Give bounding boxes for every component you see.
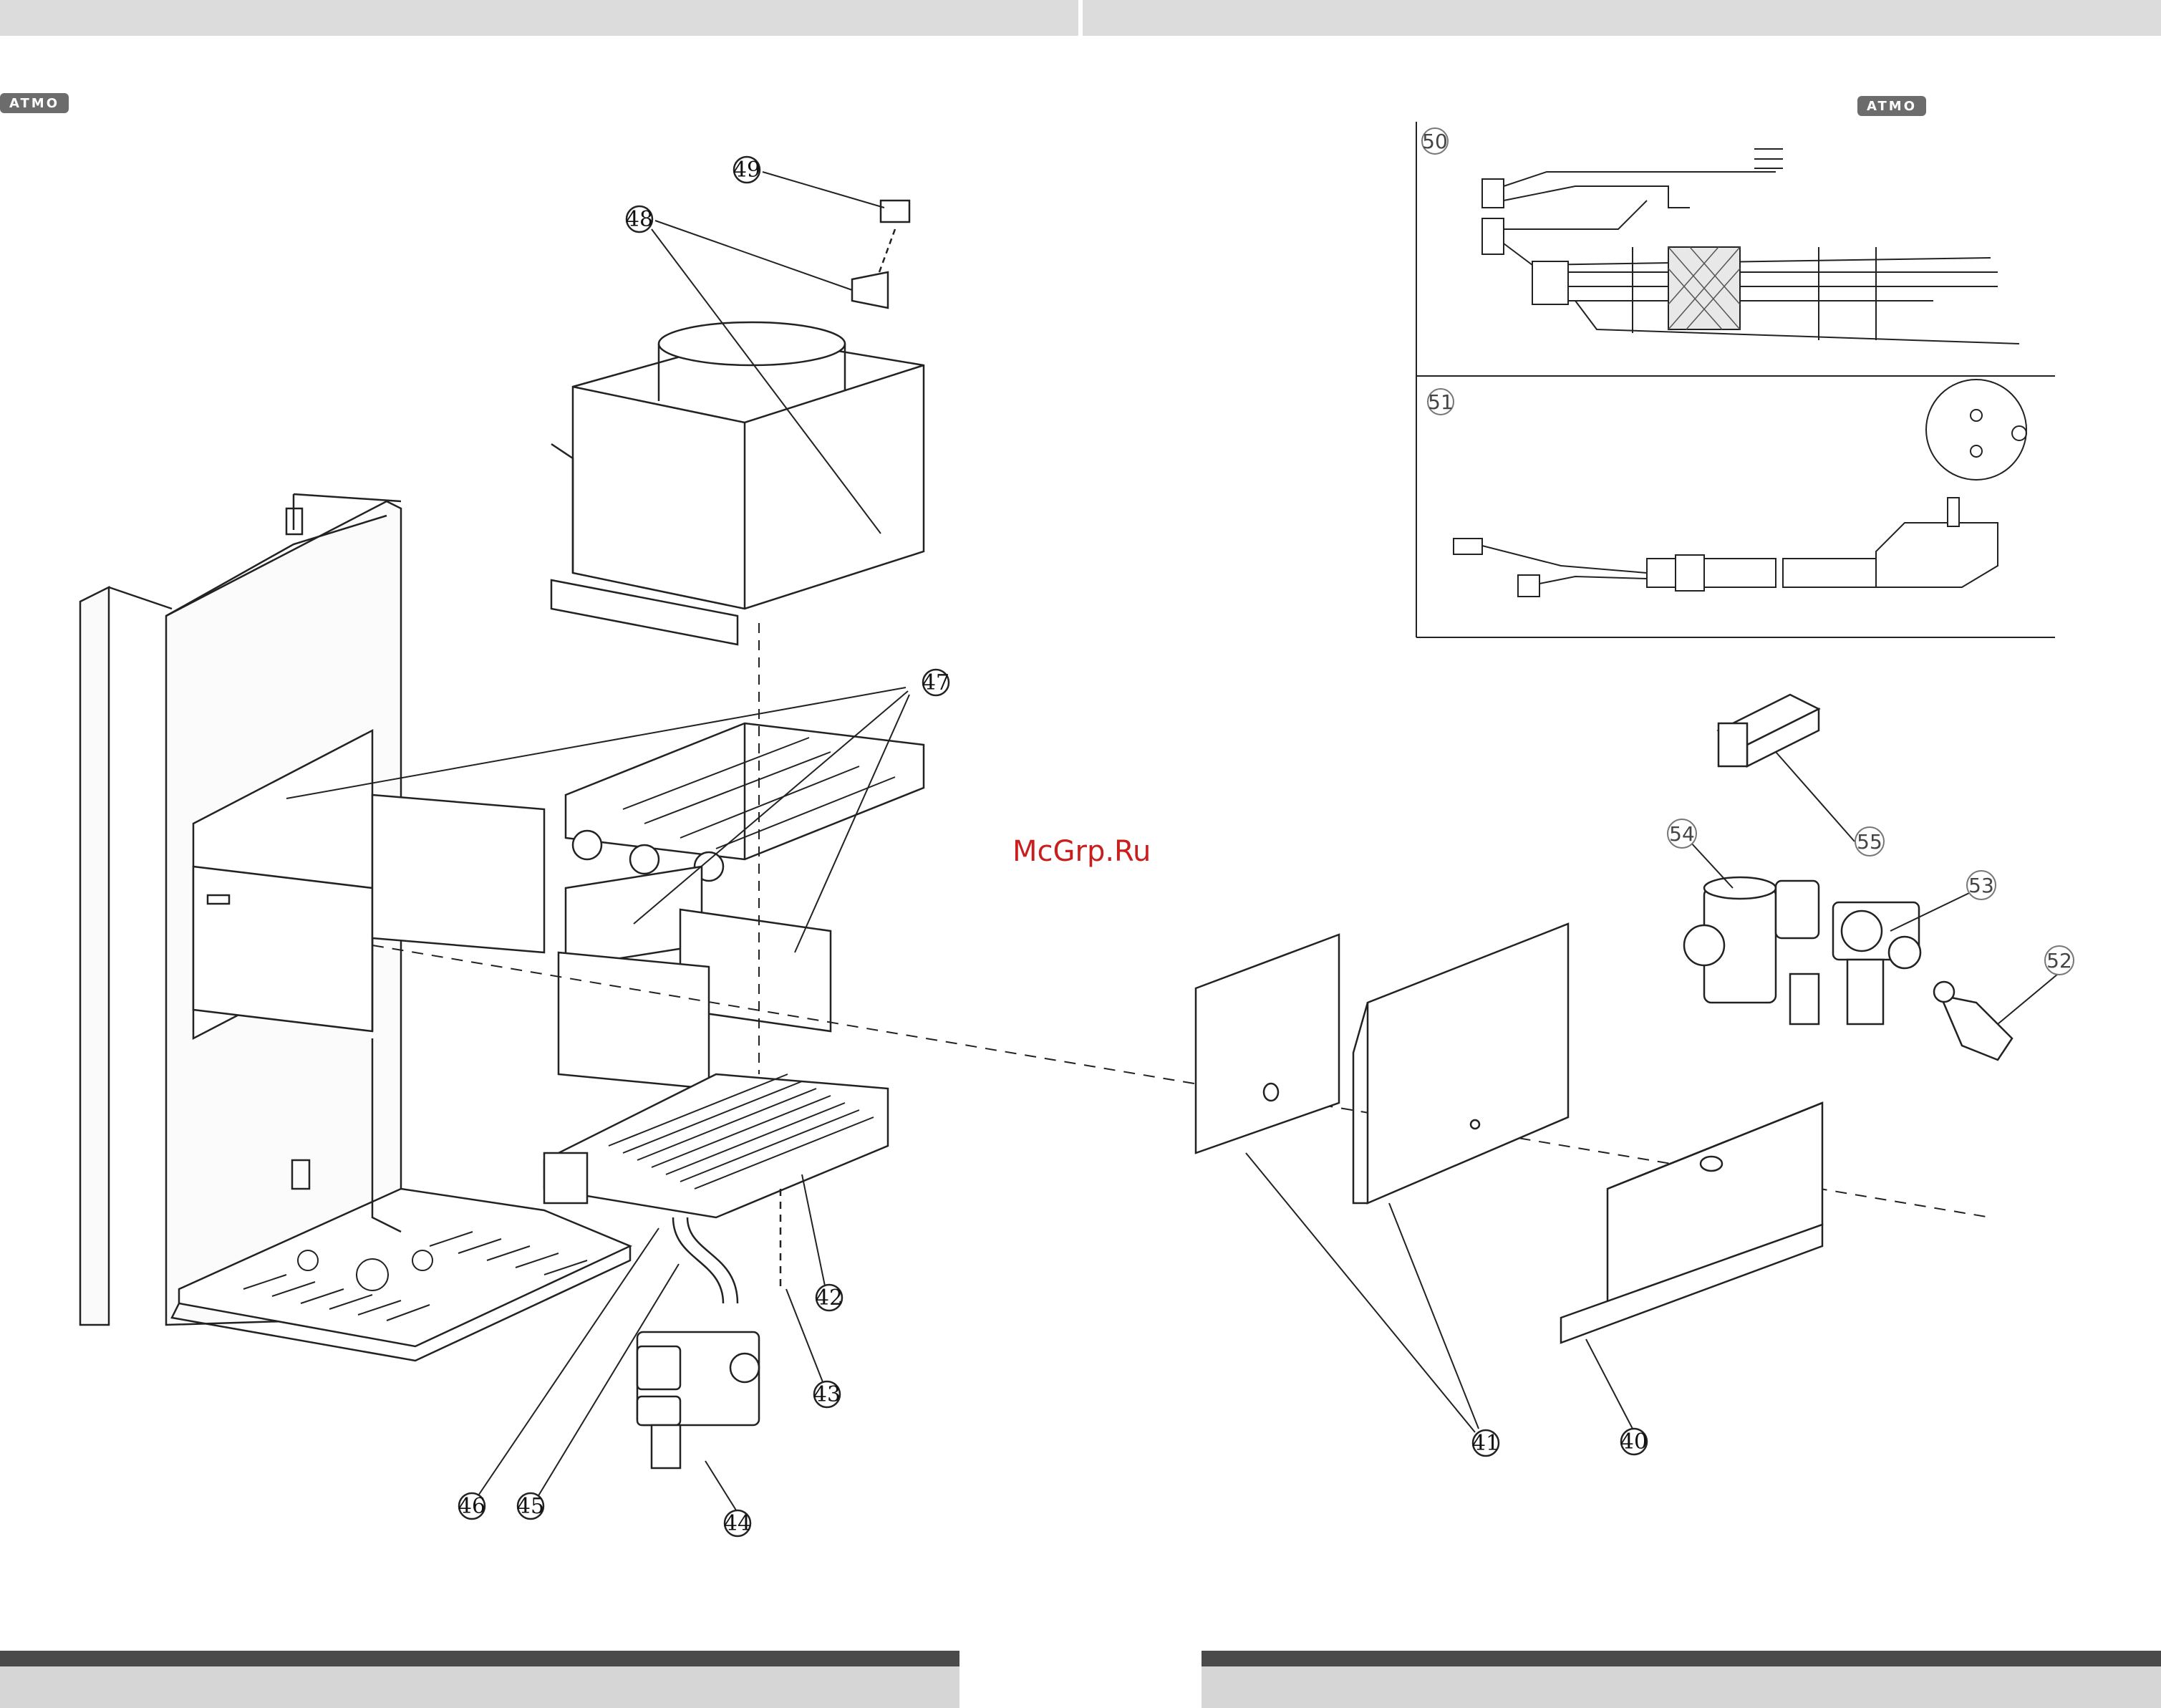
water-valve-assembly [1684,877,1920,1024]
gas-valve-assembly [637,1189,780,1468]
callout-41: 41 [1472,1431,1499,1456]
callout-53: 53 [1968,874,1994,897]
insulation-panels [559,867,831,1089]
draft-hood [551,322,924,645]
callout-47: 47 [922,670,949,695]
heat-exchanger [566,723,924,881]
leader-lines [286,172,2062,1518]
callout-54: 54 [1669,822,1695,846]
temperature-sensor [1934,982,2012,1060]
footer-bar-left-dark [0,1651,959,1666]
callout-42: 42 [816,1285,843,1311]
wiring-harness [1482,149,2019,344]
footer-bar-left-light [0,1666,959,1708]
power-cord [1454,380,2026,597]
gas-manifold [1718,695,1819,766]
callout-52: 52 [2046,949,2072,973]
callout-45: 45 [517,1494,544,1519]
callout-55: 55 [1857,830,1882,854]
footer-bar-right-light [1202,1666,2161,1708]
callout-50: 50 [1422,130,1448,153]
lower-front-panel [1561,1103,1822,1343]
callout-51: 51 [1428,390,1454,414]
callout-46: 46 [458,1494,485,1519]
footer-bar-right-dark [1202,1651,2161,1666]
callout-44: 44 [724,1511,751,1536]
callout-40: 40 [1620,1429,1648,1454]
burner [544,1074,888,1217]
callout-49: 49 [733,158,760,183]
callout-48: 48 [626,207,653,232]
watermark-text: McGrp.Ru [1012,835,1151,868]
overheat-sensor [852,201,909,308]
front-panels [1196,924,1568,1203]
callout-43: 43 [813,1382,841,1407]
